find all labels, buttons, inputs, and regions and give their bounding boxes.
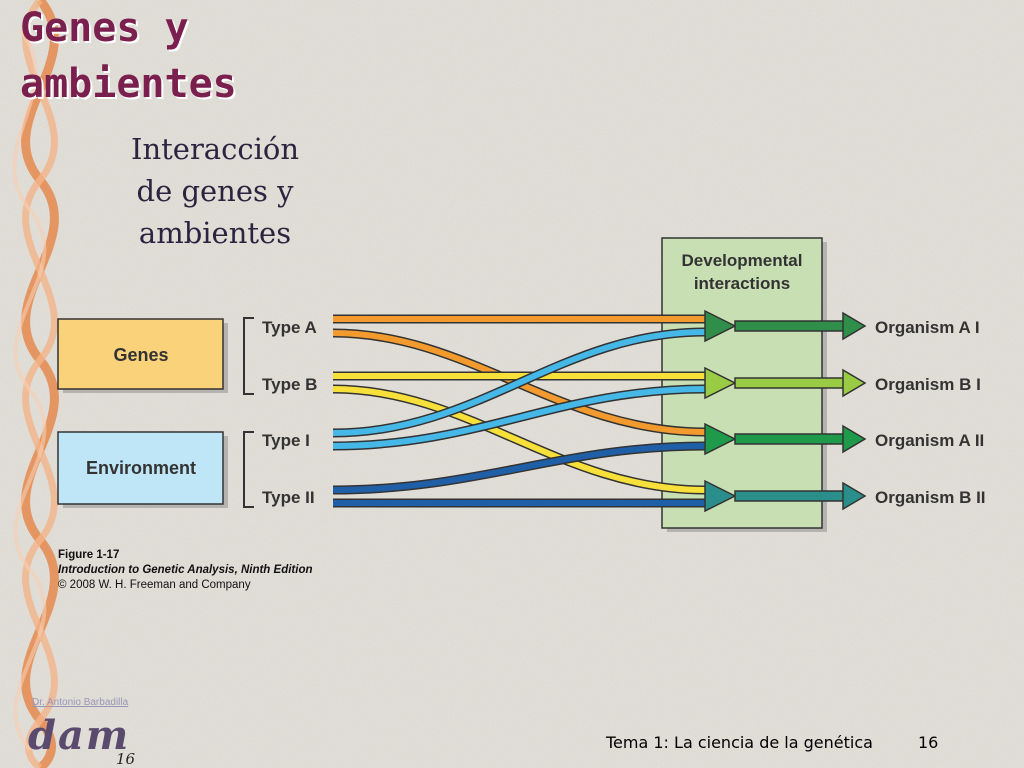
arrowhead-organism-a-i: [704, 309, 737, 343]
arrow-tip-organism-a-ii: [842, 424, 867, 454]
arrow-tip-organism-b-ii: [842, 481, 867, 511]
type-a-label: Type A: [262, 318, 317, 337]
arrow-shaft-organism-b-ii: [734, 490, 846, 502]
genes-bracket: [243, 317, 254, 395]
slide-title: Genes y ambientes: [20, 0, 237, 112]
logo-slide-number: 16: [116, 750, 136, 768]
type-i-label: Type I: [262, 431, 310, 450]
author-link[interactable]: Dr. Antonio Barbadilla: [32, 697, 129, 708]
type-ii-label: Type II: [262, 488, 315, 507]
figure-caption: Figure 1-17 Introduction to Genetic Anal…: [58, 548, 313, 593]
environment-box: [57, 431, 224, 505]
dam-logo: dam: [28, 712, 131, 759]
development-label-line-1: Developmental: [682, 251, 803, 270]
arrowhead-organism-b-ii: [704, 479, 737, 513]
organism-a-i-label: Organism A I: [875, 318, 980, 337]
dna-helix-decoration: [12, 0, 59, 768]
arrow-shaft-organism-a-i: [734, 320, 846, 332]
arrow-tip-organism-a-i: [842, 311, 867, 341]
environment-label: Environment: [86, 458, 196, 478]
line-type-i-to-organism-a-i: [332, 329, 706, 436]
organism-b-ii-label: Organism B II: [875, 488, 986, 507]
arrowhead-organism-a-ii: [704, 422, 737, 456]
slide-subtitle: Interacción de genes y ambientes: [110, 128, 320, 254]
arrow-shaft-organism-b-i: [734, 377, 846, 389]
environment-bracket: [243, 431, 254, 508]
figure-source-book: Introduction to Genetic Analysis, Ninth …: [58, 564, 313, 576]
genes-box: [57, 318, 224, 390]
organism-a-ii-label: Organism A II: [875, 431, 984, 450]
line-type-i-to-organism-b-i: [332, 386, 706, 449]
subtitle-line-3: ambientes: [138, 216, 292, 250]
footer-topic: Tema 1: La ciencia de la genética: [606, 733, 873, 752]
arrowhead-organism-b-i: [704, 366, 737, 400]
type-b-label: Type B: [262, 375, 317, 394]
figure-number: Figure 1-17: [58, 549, 120, 561]
figure-copyright: © 2008 W. H. Freeman and Company: [58, 579, 251, 591]
subtitle-line-1: Interacción: [131, 132, 299, 166]
development-label-line-2: interactions: [694, 274, 790, 293]
genes-label: Genes: [113, 345, 168, 365]
arrow-tip-organism-b-i: [842, 368, 867, 398]
line-type-ii-to-organism-a-ii: [332, 443, 706, 493]
slide-title-line-1: Genes y: [20, 5, 189, 51]
slide-title-line-2: ambientes: [20, 61, 237, 107]
arrow-shaft-organism-a-ii: [734, 433, 846, 445]
line-type-b-to-organism-b-ii: [332, 386, 706, 493]
organism-b-i-label: Organism B I: [875, 375, 981, 394]
subtitle-line-2: de genes y: [136, 174, 294, 208]
footer-page-number: 16: [918, 733, 939, 752]
